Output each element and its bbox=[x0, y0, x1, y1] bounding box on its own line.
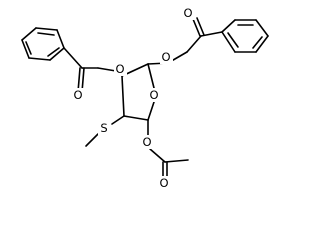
atom-o-ring: O bbox=[149, 88, 158, 102]
atom-o-benzoate-top-right: O bbox=[183, 6, 192, 20]
right-phenyl-ring bbox=[221, 19, 269, 53]
bond bbox=[186, 35, 202, 53]
bond bbox=[21, 27, 37, 41]
atom-o-ester-right: O bbox=[161, 50, 170, 64]
bond bbox=[111, 115, 125, 125]
bond bbox=[63, 47, 83, 69]
left-phenyl-ring bbox=[21, 27, 65, 61]
molecule-diagram: O O O O O S O O bbox=[21, 6, 269, 190]
bond bbox=[149, 148, 166, 163]
bond bbox=[21, 39, 30, 59]
atom-o-acetate-carbonyl: O bbox=[159, 176, 168, 190]
atom-s-methylthio: S bbox=[100, 121, 107, 135]
bond bbox=[121, 75, 125, 117]
structure-svg: O O O O O S O O bbox=[21, 6, 269, 190]
atom-o-benzoate-left-carbonyl: O bbox=[73, 88, 82, 102]
bond bbox=[97, 67, 117, 72]
aromatic-inner-bond bbox=[47, 47, 60, 57]
aromatic-inner-bond bbox=[227, 32, 239, 48]
atom-o-acetate-ester: O bbox=[142, 135, 151, 149]
bond bbox=[28, 57, 51, 61]
aromatic-inner-bond bbox=[25, 41, 32, 55]
bond bbox=[123, 115, 149, 121]
bond bbox=[221, 31, 236, 53]
carbonyl-double-bond bbox=[196, 17, 205, 36]
bond bbox=[255, 19, 269, 37]
carbonyl-double-bond bbox=[192, 18, 201, 37]
atom-label-group: O O O O O S O O bbox=[72, 6, 195, 190]
bond bbox=[35, 27, 58, 31]
bond bbox=[85, 133, 99, 147]
aromatic-inner-bond bbox=[37, 32, 55, 36]
bond bbox=[221, 19, 236, 33]
bond bbox=[255, 35, 269, 53]
bond bbox=[49, 47, 65, 61]
atom-o-ester-left: O bbox=[115, 62, 124, 76]
aromatic-inner-bond bbox=[252, 36, 263, 49]
bond bbox=[56, 29, 65, 49]
bond bbox=[164, 159, 189, 163]
